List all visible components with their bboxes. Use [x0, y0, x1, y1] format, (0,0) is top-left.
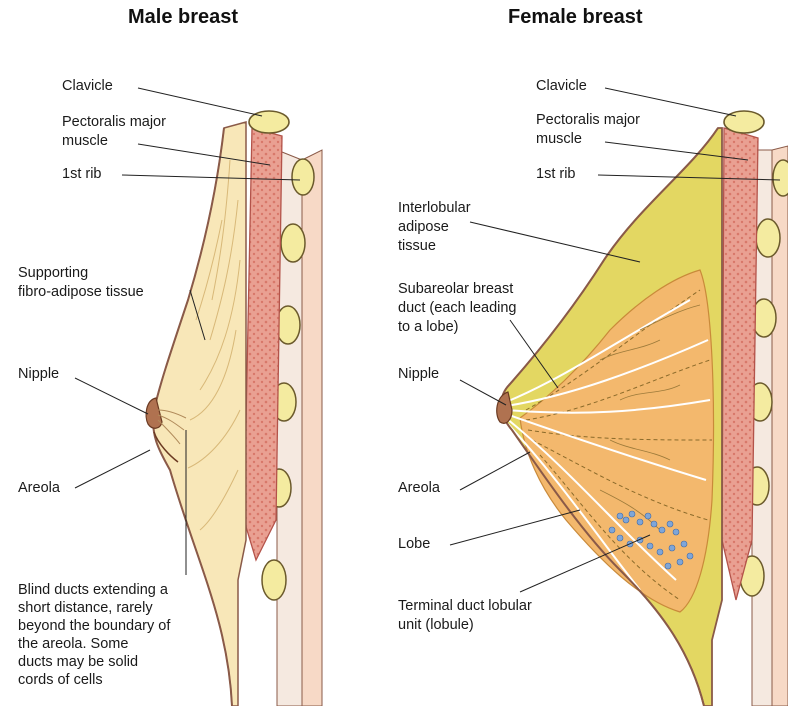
female-rib-label: 1st rib: [536, 166, 576, 184]
female-breast-title: Female breast: [508, 6, 643, 29]
female-areola-label: Areola: [398, 480, 440, 498]
male-pectoralis-label-line1: Pectoralis major: [62, 114, 166, 132]
male-breast-title: Male breast: [128, 6, 238, 29]
female-interlobular-label-line2: adipose: [398, 219, 449, 237]
male-pectoralis-label-line2: muscle: [62, 133, 108, 151]
female-nipple-label: Nipple: [398, 366, 439, 384]
male-blind-ducts-label-line1: Blind ducts extending a: [18, 582, 168, 600]
female-terminal-duct-label-line1: Terminal duct lobular: [398, 598, 532, 616]
female-interlobular-label-line1: Interlobular: [398, 200, 471, 218]
male-nipple-label: Nipple: [18, 366, 59, 384]
female-pectoralis-label-line1: Pectoralis major: [536, 112, 640, 130]
female-pectoralis-major-shape: [722, 128, 758, 600]
male-blind-ducts-label-line5: ducts may be solid: [18, 654, 138, 672]
female-clavicle-label: Clavicle: [536, 78, 587, 96]
female-subareolar-label-line3: to a lobe): [398, 319, 458, 337]
male-breast-anatomy: [146, 111, 322, 706]
female-breast-anatomy: [497, 111, 788, 706]
male-blind-ducts-label-line2: short distance, rarely: [18, 600, 153, 618]
female-subareolar-label-line1: Subareolar breast: [398, 281, 513, 299]
female-interlobular-label-line3: tissue: [398, 238, 436, 256]
male-blind-ducts-label-line3: beyond the boundary of: [18, 618, 170, 636]
female-terminal-duct-label-line2: unit (lobule): [398, 617, 474, 635]
male-clavicle-label: Clavicle: [62, 78, 113, 96]
female-pectoralis-label-line2: muscle: [536, 131, 582, 149]
male-blind-ducts-label-line4: the areola. Some: [18, 636, 128, 654]
male-blind-ducts-label-line6: cords of cells: [18, 672, 103, 690]
female-subareolar-label-line2: duct (each leading: [398, 300, 517, 318]
male-rib-label: 1st rib: [62, 166, 102, 184]
male-supporting-tissue-label-line1: Supporting: [18, 265, 88, 283]
male-pectoralis-major-shape: [244, 128, 282, 560]
male-supporting-tissue-label-line2: fibro-adipose tissue: [18, 284, 144, 302]
female-lobe-label: Lobe: [398, 536, 430, 554]
male-areola-label: Areola: [18, 480, 60, 498]
